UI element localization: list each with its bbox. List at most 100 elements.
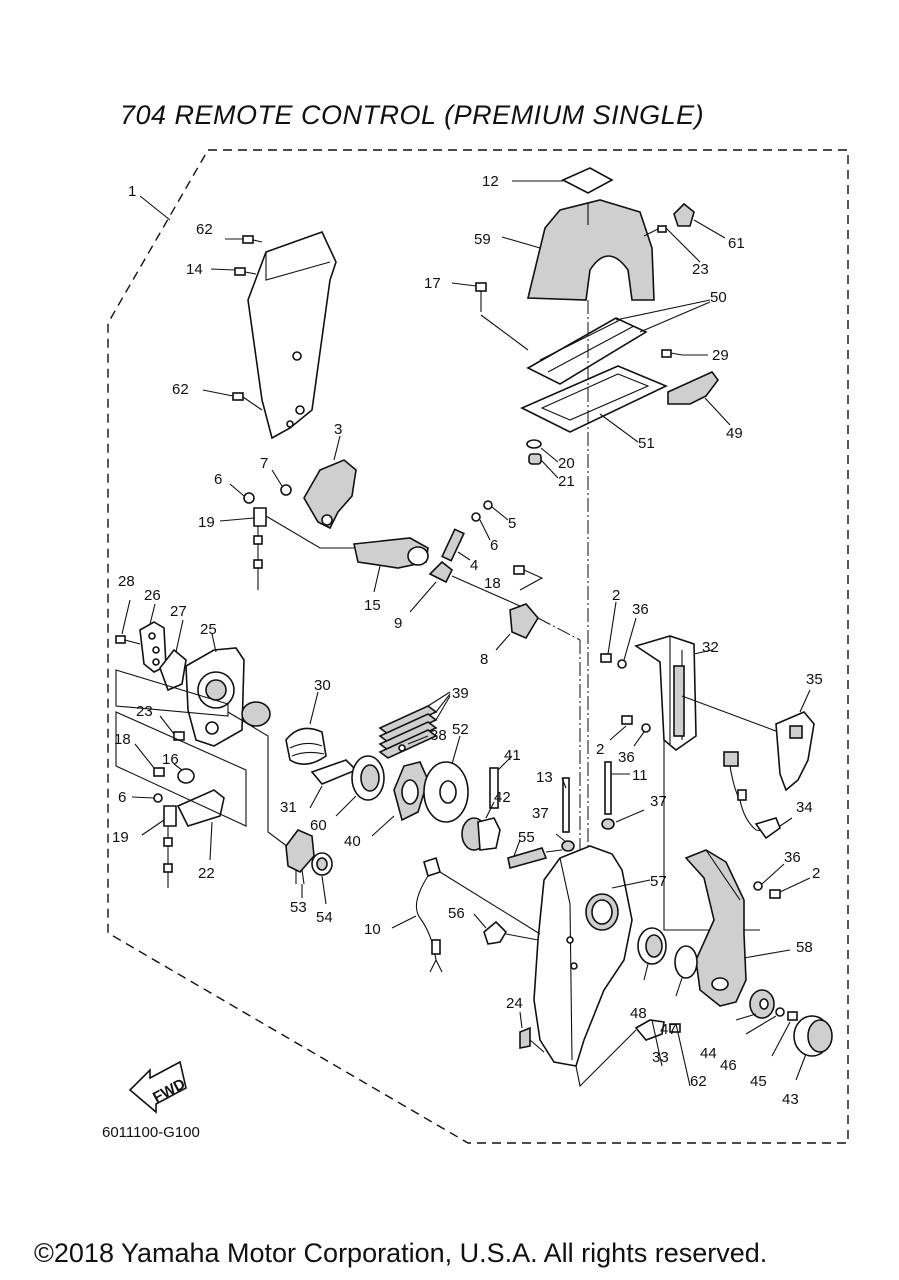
- callout-45: 45: [750, 1073, 767, 1090]
- pin: [489, 767, 499, 809]
- flange-washer: [749, 989, 775, 1019]
- callout-35: 35: [806, 671, 823, 688]
- washer: [526, 439, 542, 449]
- fwd-arrow-icon: FWD: [128, 1060, 188, 1114]
- bolt-icon: [234, 267, 257, 276]
- copyright-notice: ©2018 Yamaha Motor Corporation, U.S.A. A…: [34, 1238, 768, 1268]
- threaded-rod: [562, 777, 570, 833]
- callout-62: 62: [690, 1073, 707, 1090]
- lever-bracket: [775, 711, 815, 792]
- nut: [528, 453, 542, 465]
- switch-block: [285, 829, 315, 885]
- callout-58: 58: [796, 939, 813, 956]
- bolt-icon: [242, 235, 263, 244]
- callout-53: 53: [290, 899, 307, 916]
- control-housing-plate: [185, 647, 245, 747]
- knob-cap: [673, 202, 695, 227]
- callout-50: 50: [710, 289, 727, 306]
- callout-40: 40: [344, 833, 361, 850]
- snap-ring: [674, 945, 698, 979]
- main-housing: [533, 845, 633, 1067]
- callout-54: 54: [316, 909, 333, 926]
- callout-23: 23: [692, 261, 709, 278]
- callout-44: 44: [700, 1045, 717, 1062]
- callout-30: 30: [314, 677, 331, 694]
- bolt-icon: [600, 653, 612, 663]
- top-cover: [526, 199, 655, 301]
- callout-55: 55: [518, 829, 535, 846]
- bolt-icon: [669, 1023, 681, 1033]
- shift-rod: [353, 537, 429, 569]
- callout-47: 47: [660, 1021, 677, 1038]
- callout-43: 43: [782, 1091, 799, 1108]
- seal-ring: [351, 755, 385, 801]
- callout-57: 57: [650, 873, 667, 890]
- callout-62: 62: [172, 381, 189, 398]
- callout-5: 5: [508, 515, 516, 532]
- detent-gear: [393, 761, 429, 822]
- shift-bracket: [509, 603, 539, 640]
- callout-27: 27: [170, 603, 187, 620]
- callout-33: 33: [652, 1049, 669, 1066]
- steel-ball: [398, 744, 406, 752]
- washer: [641, 723, 651, 733]
- cable-clamp: [253, 507, 267, 590]
- threaded-rod: [604, 761, 612, 815]
- callout-2: 2: [812, 865, 820, 882]
- diagram-code: 6011100-G100: [102, 1124, 200, 1141]
- callout-61: 61: [728, 235, 745, 252]
- bolt-icon: [232, 392, 263, 411]
- callout-20: 20: [558, 455, 575, 472]
- callout-12: 12: [482, 173, 499, 190]
- callout-26: 26: [144, 587, 161, 604]
- callout-labels: 1 2 2 2 3 4 5 6 6 6 7 8 9 10 11 12 13 14…: [112, 173, 823, 1108]
- pin: [441, 528, 465, 562]
- callout-56: 56: [448, 905, 465, 922]
- shaft: [507, 847, 563, 870]
- callout-13: 13: [536, 769, 553, 786]
- cable-clip: [634, 1019, 665, 1041]
- callout-17: 17: [424, 275, 441, 292]
- callout-24: 24: [506, 995, 523, 1012]
- callout-60: 60: [310, 817, 327, 834]
- callout-11: 11: [632, 767, 648, 784]
- bolt-icon: [153, 767, 165, 777]
- callout-37: 37: [532, 805, 549, 822]
- callout-39: 39: [452, 685, 469, 702]
- callout-16: 16: [162, 751, 179, 768]
- callout-21: 21: [558, 473, 575, 490]
- bushing: [241, 701, 271, 727]
- detent-plate: [159, 648, 187, 692]
- callout-46: 46: [720, 1057, 737, 1074]
- cable-clamp: [163, 805, 177, 888]
- nut: [601, 818, 615, 830]
- callout-25: 25: [200, 621, 217, 638]
- callout-23: 23: [136, 703, 153, 720]
- clip: [519, 1026, 531, 1049]
- bushing: [311, 852, 333, 876]
- callout-1: 1: [128, 183, 136, 200]
- trim-switch-harness: [723, 751, 781, 840]
- callout-2: 2: [612, 587, 620, 604]
- callout-7: 7: [260, 455, 268, 472]
- shift-lever: [428, 560, 454, 584]
- link-bracket: [176, 789, 225, 827]
- callout-3: 3: [334, 421, 342, 438]
- mounting-plate: [247, 231, 337, 440]
- nut: [561, 840, 575, 852]
- handle-knob: [793, 1015, 833, 1057]
- callout-4: 4: [470, 557, 478, 574]
- callout-22: 22: [198, 865, 215, 882]
- control-handle-arm: [684, 849, 747, 1007]
- friction-ring: [310, 759, 358, 785]
- callout-34: 34: [796, 799, 813, 816]
- shift-arm: [303, 459, 357, 530]
- bolt-icon: [513, 565, 525, 575]
- washer: [617, 659, 627, 669]
- washer: [775, 1007, 785, 1017]
- assembly-boundary: [107, 149, 849, 1144]
- gasket: [520, 365, 668, 433]
- callout-32: 32: [702, 639, 719, 656]
- callout-6: 6: [214, 471, 222, 488]
